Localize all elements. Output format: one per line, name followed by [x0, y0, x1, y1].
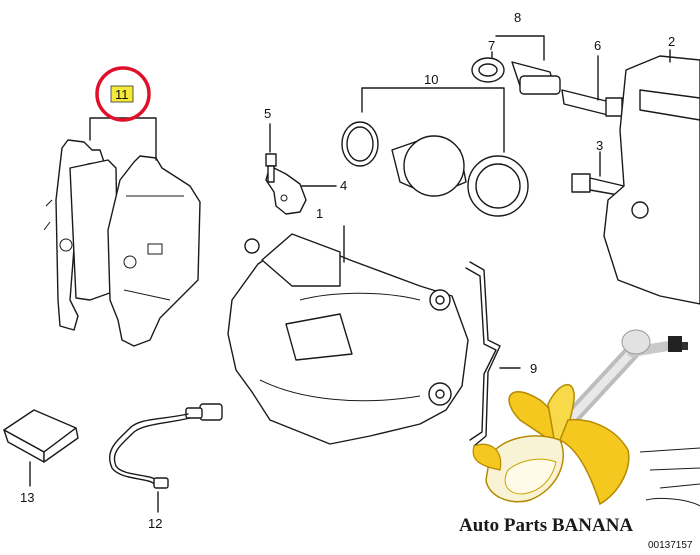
callout-3: 3 — [596, 138, 603, 153]
grease-packet — [3, 409, 79, 487]
brand-watermark: Auto Parts BANANA — [459, 515, 633, 536]
callout-4: 4 — [340, 178, 347, 193]
caliper-carrier — [603, 49, 700, 305]
callout-12: 12 — [148, 516, 162, 531]
anti-rattle-spring — [465, 261, 521, 447]
stabilizer-link-image — [552, 329, 688, 438]
callout-11: 11 — [115, 87, 129, 102]
callout-1: 1 — [316, 206, 323, 221]
callout-7: 7 — [488, 38, 495, 53]
highlighted-part-marker: 11 — [95, 66, 151, 122]
bleeder-screw — [265, 123, 277, 183]
vehicle-outline — [639, 447, 700, 507]
banana-icon — [472, 383, 630, 506]
wear-sensor — [109, 403, 223, 513]
caliper-housing — [227, 225, 469, 445]
carrier-bolt — [571, 151, 625, 197]
bracket-clip — [265, 165, 337, 215]
highlight-circle — [95, 66, 151, 122]
watermark-logo: Auto Parts BANANA — [459, 329, 688, 536]
piston-seal-kit — [341, 87, 529, 217]
guide-bushings — [471, 35, 561, 95]
callout-10: 10 — [424, 72, 438, 87]
highlight-box — [110, 85, 134, 103]
callout-9: 9 — [530, 361, 537, 376]
callout-2: 2 — [668, 34, 675, 49]
brake-pad-set — [43, 117, 201, 347]
guide-bolt — [561, 55, 623, 117]
callout-5: 5 — [264, 106, 271, 121]
callout-8: 8 — [514, 10, 521, 25]
callout-13: 13 — [20, 490, 34, 505]
callout-6: 6 — [594, 38, 601, 53]
doc-code: 00137157 — [648, 540, 693, 550]
